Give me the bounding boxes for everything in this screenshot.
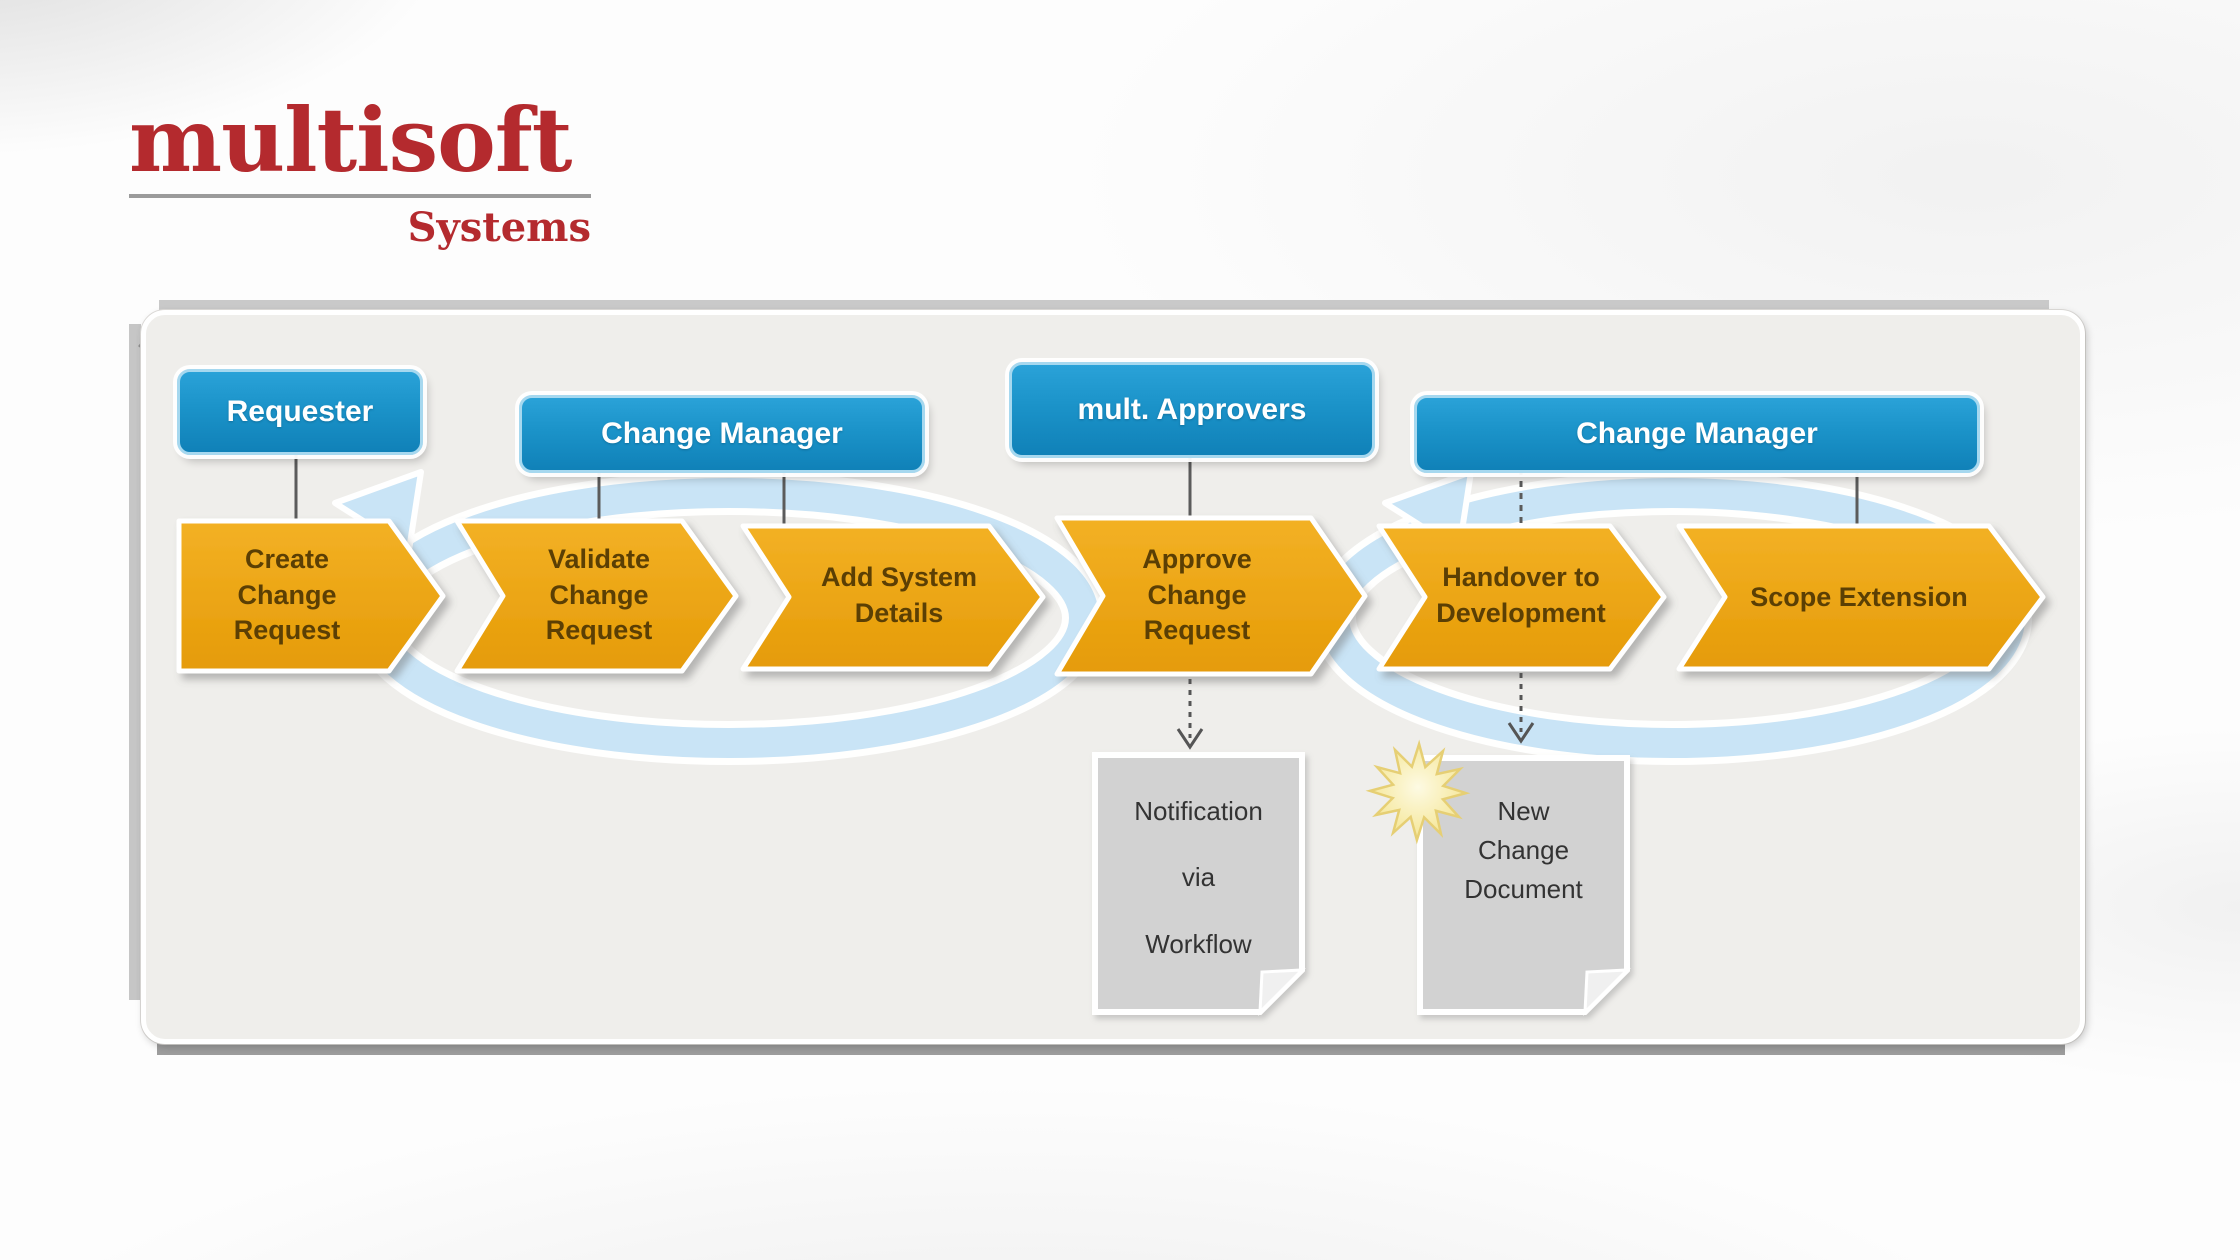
logo: multisoft Systems xyxy=(129,96,599,251)
role-label: Change Manager xyxy=(601,417,843,450)
document-label-notification: Notification via Workflow xyxy=(1134,796,1263,959)
document-fold-new-change xyxy=(1583,968,1631,1016)
logo-underline xyxy=(129,194,591,198)
step-label-add-system-details: Add System Details xyxy=(820,562,978,628)
document-label-new-change: New Change Document xyxy=(1464,796,1583,904)
step-label-handover-to-development: Handover to Development xyxy=(1436,562,1606,628)
role-box-mult-approvers: mult. Approvers xyxy=(1009,362,1375,458)
step-shape-validate-change-request xyxy=(454,518,739,674)
arrowhead-notification xyxy=(1176,728,1204,750)
diagram-frame: Requester Change Manager mult. Approvers… xyxy=(129,300,2097,1057)
step-shape-handover-to-development xyxy=(1376,523,1667,672)
logo-subtitle-text: Systems xyxy=(407,204,591,251)
step-label-validate-change-request: Validate Change Request xyxy=(545,544,653,646)
role-label: mult. Approvers xyxy=(1077,393,1307,426)
step-shape-scope-extension xyxy=(1676,523,2046,672)
role-box-change-manager-1: Change Manager xyxy=(519,395,925,473)
document-fold-notification xyxy=(1258,968,1306,1016)
role-box-requester: Requester xyxy=(177,369,423,455)
logo-brand-text: multisoft xyxy=(129,88,572,192)
document-arrows xyxy=(1176,673,1535,750)
step-shape-add-system-details xyxy=(740,523,1046,672)
starburst-icon xyxy=(1365,739,1471,845)
arrowhead-new-document xyxy=(1507,722,1535,744)
step-label-approve-change-request: Approve Change Request xyxy=(1142,544,1252,646)
step-label-scope-extension: Scope Extension xyxy=(1750,582,1968,612)
flow-diagram-canvas xyxy=(176,451,2046,1016)
role-label: Requester xyxy=(226,395,374,428)
step-label-create-change-request: Create Change Request xyxy=(233,544,341,646)
frame-shadow-top xyxy=(159,300,2049,312)
role-connectors xyxy=(294,451,1859,524)
role-label: Change Manager xyxy=(1576,417,1818,450)
step-shape-create-change-request xyxy=(176,518,446,674)
step-shape-approve-change-request xyxy=(1054,515,1368,677)
frame-shadow-left xyxy=(129,324,141,1000)
role-box-change-manager-2: Change Manager xyxy=(1414,395,1980,473)
